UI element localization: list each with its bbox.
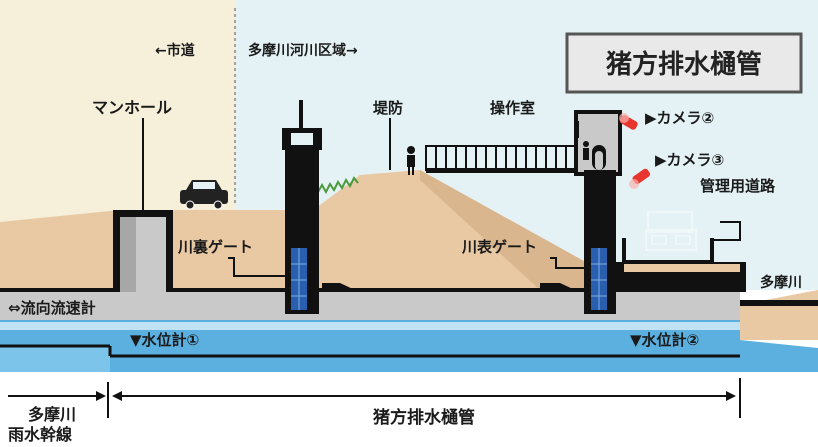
label-flow-meter: ⇔流向流速計 (8, 299, 96, 317)
inflow-arrowhead (96, 391, 106, 401)
label-river: 多摩川 (760, 274, 802, 291)
inner-gate-mast (299, 100, 303, 130)
mgmt-road-pointer (712, 221, 741, 241)
title-box (565, 32, 803, 94)
label-control-room: 操作室 (490, 99, 535, 117)
conduit-upper (0, 290, 740, 320)
person-icon (407, 146, 415, 175)
label-embankment: 堤防 (373, 99, 403, 117)
walkway-deck (426, 168, 586, 173)
label-camera2: ▶カメラ② (645, 109, 714, 127)
control-room-person-body (583, 148, 589, 160)
control-room-person-head (583, 141, 589, 147)
car-icon (180, 180, 228, 210)
riverbank-right (740, 290, 818, 340)
label-river-area: 多摩川河川区域→ (248, 42, 358, 59)
slope-marker-1 (322, 283, 355, 290)
span-arrowhead-right (726, 391, 736, 401)
label-bottom-left-2: 雨水幹線 (8, 425, 72, 444)
ground-middle (170, 210, 300, 290)
grass (317, 176, 359, 195)
outer-gate-pointer (550, 257, 584, 269)
walkway-posts (435, 146, 577, 170)
truck-icon (645, 211, 697, 251)
span-arrowhead-left (112, 391, 122, 401)
label-level1: ▼水位計① (130, 331, 199, 349)
label-camera3: ▶カメラ③ (655, 151, 724, 169)
label-level2: ▼水位計② (630, 331, 699, 349)
label-mgmt-road: 管理用道路 (700, 177, 776, 195)
label-inner-gate: 川裏ゲート (177, 238, 253, 256)
inner-gate-pointer (228, 257, 285, 277)
control-room-door-inner (595, 151, 603, 170)
ground-left (0, 210, 120, 300)
inflow-water (0, 345, 110, 372)
inner-gate-panel (291, 248, 307, 310)
label-manhole: マンホール (92, 98, 172, 117)
label-city-road: ←市道 (155, 42, 195, 59)
label-bottom-span: 猪方排水樋管 (373, 407, 475, 428)
camera3-icon (629, 168, 651, 189)
manhole-shade (120, 217, 136, 292)
label-outer-gate: 川表ゲート (461, 238, 537, 256)
inner-gate-window (291, 133, 313, 145)
riverbank-edge (740, 300, 818, 306)
water-bottom (0, 372, 818, 376)
conduit-water-highlight (0, 322, 740, 330)
mgmt-road-surface (624, 264, 740, 272)
slope-marker-2 (540, 283, 575, 290)
camera2-icon (619, 113, 638, 130)
diagram-title: 猪方排水樋管 (606, 49, 762, 80)
label-bottom-left-1: 多摩川 (28, 405, 76, 424)
outer-gate-panel (591, 248, 607, 310)
